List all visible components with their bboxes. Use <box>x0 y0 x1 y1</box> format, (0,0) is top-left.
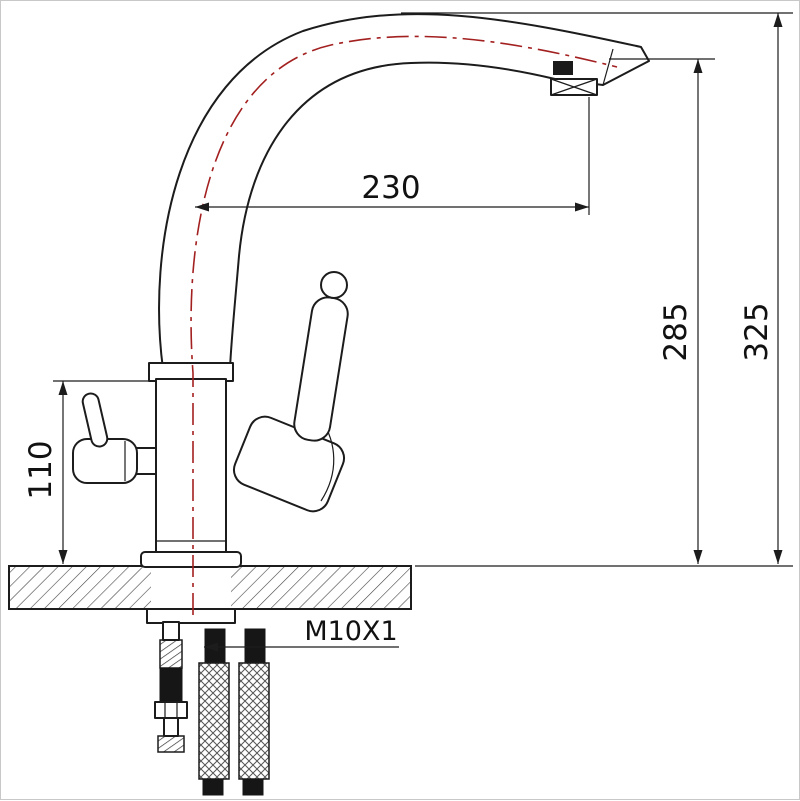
dim-text-325: 325 <box>739 302 775 361</box>
side-handle-cylinder <box>72 438 138 484</box>
stud-end-fitting <box>157 735 185 753</box>
arrow-285-top <box>693 59 703 73</box>
stud-nut <box>154 701 188 719</box>
supply-hose-left <box>198 628 230 796</box>
side-handle-lever <box>81 392 109 448</box>
spout-head <box>550 48 614 96</box>
body-column <box>155 378 227 554</box>
base-flange <box>140 551 242 568</box>
thread-callout: M10X1 <box>204 616 399 652</box>
mounting-flange <box>146 608 236 624</box>
arrow-110-bottom <box>58 550 68 564</box>
dimension-outlet-height: 285 <box>609 58 715 564</box>
arrow-285-bottom <box>693 550 703 564</box>
arrow-325-bottom <box>773 550 783 564</box>
supply-hose-right <box>238 628 270 796</box>
arrow-230-right <box>575 202 589 212</box>
threaded-stud <box>154 621 188 753</box>
arrow-230-left <box>195 202 209 212</box>
spout-centerline <box>190 35 618 615</box>
hose-left-end-cap <box>202 778 224 796</box>
arrow-110-top <box>58 381 68 395</box>
hose-right-braided-body <box>238 662 270 780</box>
dimensions: 230 285 325 110 <box>23 12 793 652</box>
dimension-body-height: 110 <box>23 380 151 564</box>
side-handle <box>72 392 158 484</box>
dim-text-110: 110 <box>23 440 59 499</box>
dimension-spout-reach: 230 <box>195 97 590 215</box>
handle-lever <box>293 296 349 442</box>
countertop-section <box>8 561 412 613</box>
dim-text-285: 285 <box>658 302 694 361</box>
hose-left-braided-body <box>198 662 230 780</box>
under-counter-parts <box>146 608 270 796</box>
main-handle <box>232 271 349 513</box>
stud-thread-section <box>159 639 183 669</box>
dim-text-230: 230 <box>361 170 420 206</box>
hose-right-end-cap <box>242 778 264 796</box>
dimension-total-height: 325 <box>401 12 793 567</box>
spout-head-joint-line <box>602 48 614 86</box>
faucet-outline <box>72 13 650 568</box>
arrow-325-top <box>773 13 783 27</box>
faucet-shank-cutout <box>151 561 231 613</box>
faucet-body <box>140 362 242 568</box>
thread-spec-text: M10X1 <box>304 616 397 647</box>
arrow-thread-leader <box>204 642 218 652</box>
aerator-cross-line-2 <box>550 78 598 96</box>
stud-rubber-sleeve <box>159 667 183 703</box>
stud-rod-lower <box>163 717 179 737</box>
handle-knob <box>320 271 348 299</box>
spout-outlet-insert <box>553 61 573 75</box>
hose-right-connector <box>244 628 266 664</box>
stud-rod-upper <box>162 621 180 641</box>
